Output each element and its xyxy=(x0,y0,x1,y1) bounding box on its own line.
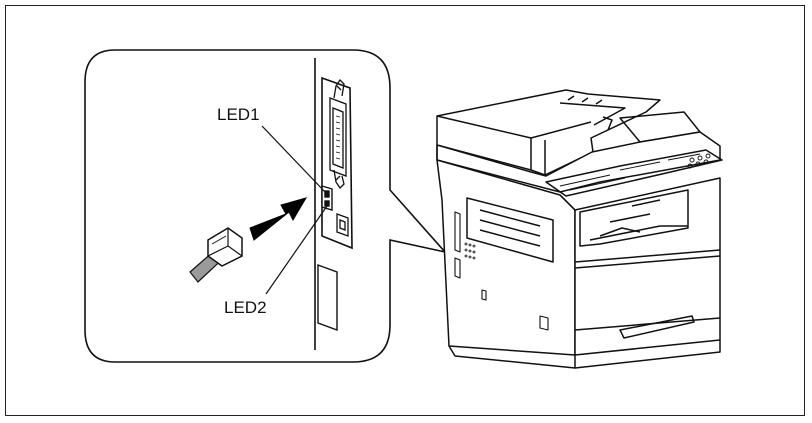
callout-leaders xyxy=(261,125,328,295)
network-cable-plug-icon xyxy=(189,227,243,283)
rear-vent-slot xyxy=(317,263,338,332)
usb-port-icon xyxy=(336,213,349,237)
copier-machine-icon xyxy=(436,89,723,369)
led2-label: LED2 xyxy=(224,298,267,317)
rear-panel-edge xyxy=(314,58,353,350)
led2-leader xyxy=(265,205,328,295)
insert-arrow-icon xyxy=(249,197,308,241)
led1-leader xyxy=(261,125,327,194)
parallel-port-icon xyxy=(329,78,347,190)
callout-outline xyxy=(84,49,448,363)
detail-callout xyxy=(84,49,448,363)
figure-frame xyxy=(5,5,805,416)
led1-label: LED1 xyxy=(217,105,260,124)
